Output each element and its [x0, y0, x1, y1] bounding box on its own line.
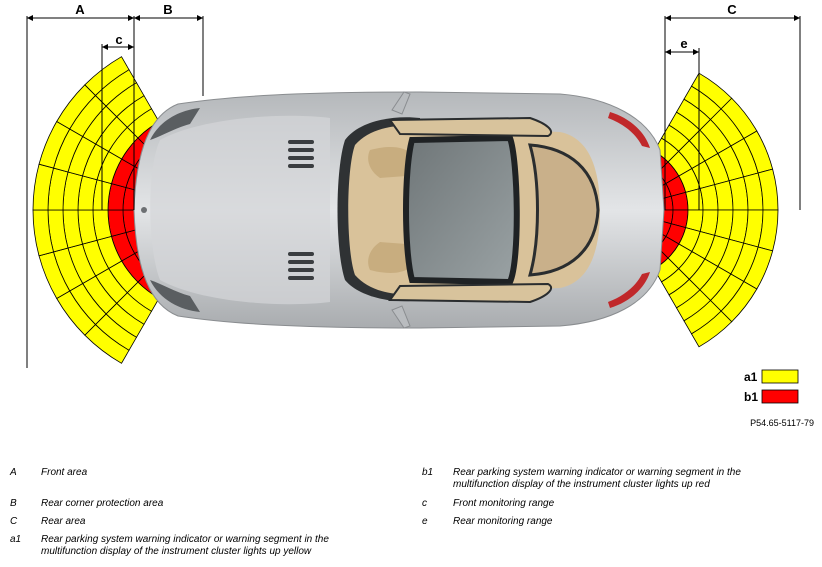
dimension-label-C: C [727, 2, 737, 17]
rear-zone-segment [685, 188, 704, 211]
caption-text: Rear monitoring range [453, 516, 553, 527]
hood-vent-right [288, 252, 314, 280]
color-legend: a1 b1 [744, 369, 799, 404]
caption-text: Rear area [41, 516, 86, 527]
legend-key-a1: a1 [744, 370, 758, 384]
taillight-top [608, 112, 650, 148]
mirror-top [391, 91, 411, 115]
caption-text: Rear corner protection area [41, 498, 164, 509]
front-zone-segment [84, 56, 130, 97]
parking-sensor-diagram: A B c C e a1 b1 P54.65-5117-79 [26, 2, 814, 428]
headlight-top [150, 108, 200, 140]
caption-text: Rear parking system warning indicator or… [41, 534, 329, 545]
taillight-bottom [608, 272, 650, 308]
dimension-arrows [27, 15, 800, 55]
caption-key: e [422, 516, 428, 527]
headlight-bottom [150, 280, 200, 312]
caption-key: A [10, 467, 17, 478]
roof-glass [403, 134, 520, 286]
rear-window [527, 143, 600, 277]
side-window-top [388, 116, 553, 138]
caption-text: Front area [41, 467, 88, 478]
caption-a1: a1 Rear parking system warning indicator… [10, 534, 410, 560]
caption-key: a1 [10, 534, 22, 545]
hood-vent-left [288, 140, 314, 168]
hood-panel [150, 115, 330, 305]
star-emblem [141, 207, 147, 213]
car-top-view [133, 91, 665, 329]
caption-key: B [10, 498, 17, 509]
caption-b1: b1 Rear parking system warning indicator… [422, 467, 817, 493]
mirror-bottom [391, 305, 411, 329]
legend-swatch-yellow [761, 369, 799, 384]
caption-key: b1 [422, 467, 434, 478]
caption-text: Rear parking system warning indicator or… [453, 467, 741, 478]
rear-zone-segment [690, 310, 733, 348]
caption-text-line2: multifunction display of the instrument … [41, 546, 312, 557]
caption-text: Front monitoring range [453, 498, 555, 509]
caption-text-line2: multifunction display of the instrument … [453, 479, 710, 490]
figure-id: P54.65-5117-79 [750, 418, 814, 428]
dimension-lines [26, 16, 801, 368]
legend-key-b1: b1 [744, 390, 758, 404]
caption-key: C [10, 516, 18, 527]
dimension-label-e: e [680, 36, 687, 51]
caption-key: c [422, 498, 427, 509]
legend-swatch-red [761, 389, 799, 404]
dimension-label-c: c [115, 32, 122, 47]
dimension-label-A: A [75, 2, 85, 17]
dimension-label-B: B [163, 2, 172, 17]
side-window-bottom [388, 282, 553, 304]
